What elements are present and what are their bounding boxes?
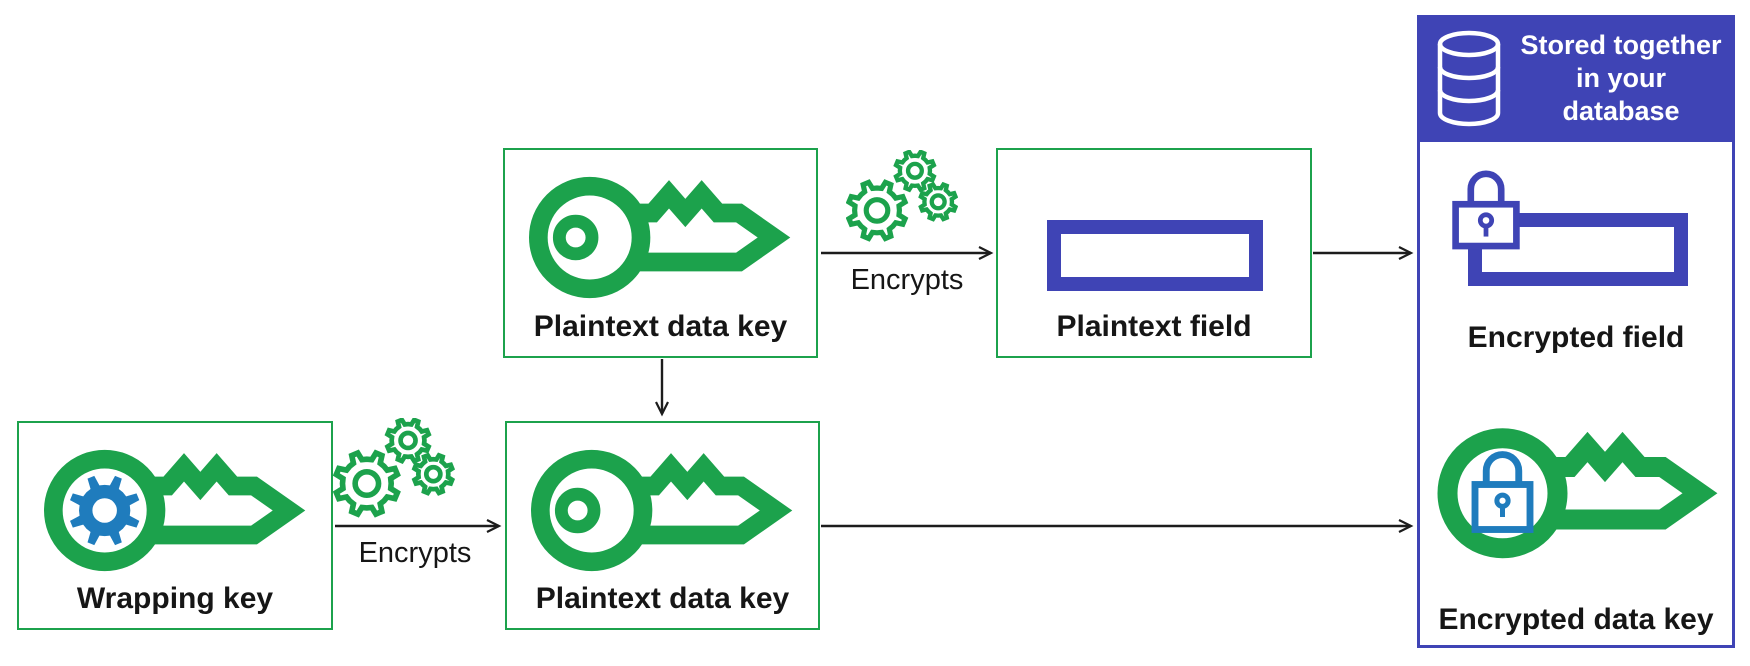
node-wrapping-key: Wrapping key bbox=[17, 421, 333, 630]
encrypts-label-top: Encrypts bbox=[850, 264, 964, 296]
key-with-gear-icon bbox=[44, 449, 306, 572]
gears-icon bbox=[333, 418, 455, 518]
panel-header-title: Stored together in your database bbox=[1520, 30, 1722, 126]
node-plaintext-data-key-bottom: Plaintext data key bbox=[505, 421, 820, 630]
node-label: Plaintext field bbox=[1056, 310, 1252, 343]
node-label: Plaintext data key bbox=[535, 582, 790, 615]
database-panel: Stored together in your database Encrypt… bbox=[1417, 15, 1735, 648]
node-label: Encrypted field bbox=[1467, 321, 1685, 354]
node-label: Encrypted data key bbox=[1438, 603, 1714, 636]
node-plaintext-field: Plaintext field bbox=[996, 148, 1312, 358]
node-plaintext-data-key-top: Plaintext data key bbox=[503, 148, 818, 358]
key-icon bbox=[531, 449, 793, 572]
encrypted-field-rect bbox=[1468, 213, 1688, 286]
plaintext-field-rect bbox=[1047, 220, 1263, 291]
encrypts-label-bottom: Encrypts bbox=[358, 537, 472, 569]
node-label: Wrapping key bbox=[76, 582, 274, 615]
database-panel-header: Stored together in your database bbox=[1417, 15, 1735, 142]
database-cylinder-icon bbox=[1437, 30, 1501, 127]
key-with-padlock-icon bbox=[1437, 428, 1718, 559]
node-label: Plaintext data key bbox=[533, 310, 788, 343]
key-icon bbox=[529, 176, 791, 299]
padlock-icon bbox=[1452, 170, 1520, 250]
gears-icon bbox=[846, 150, 958, 242]
padlock-icon bbox=[1471, 451, 1534, 533]
